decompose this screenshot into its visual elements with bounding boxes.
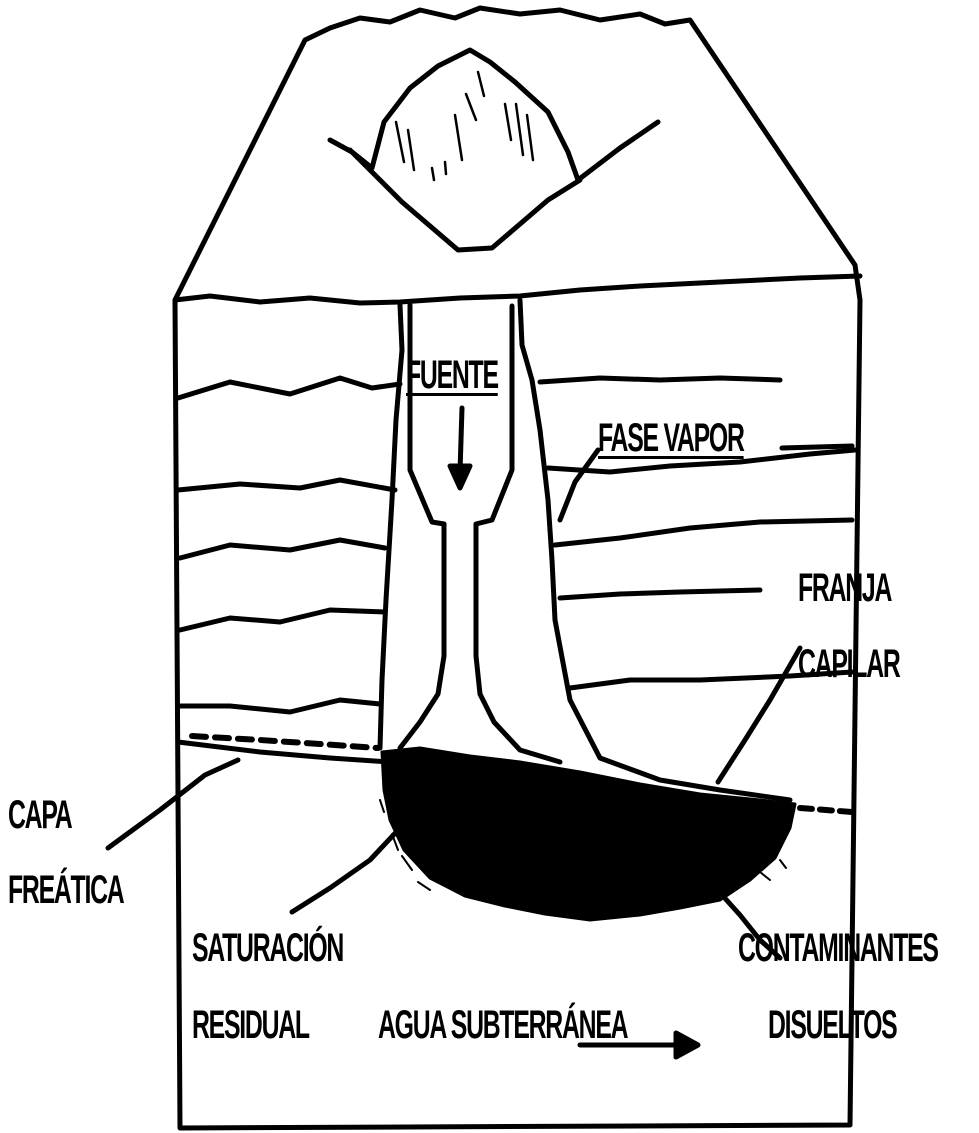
label-fuente: FUENTE (406, 355, 498, 395)
franja-capilar-leader (718, 648, 800, 782)
capa-freatica-leader (108, 760, 238, 848)
source-arrowhead (450, 466, 470, 488)
label-saturacion: SATURACIÓN (192, 928, 343, 968)
label-capa: CAPA (8, 795, 71, 835)
label-fase-vapor: FASE VAPOR (598, 418, 744, 458)
label-freatica: FREÁTICA (8, 870, 123, 910)
fase-vapor-leader (560, 450, 598, 520)
soil-strata (178, 378, 855, 712)
label-residual: RESIDUAL (192, 1005, 309, 1045)
label-contaminantes: CONTAMINANTES (738, 928, 938, 968)
contaminant-pool (382, 748, 795, 920)
mountain (330, 50, 658, 250)
source-arrow (460, 408, 462, 472)
label-capilar: CAPILAR (798, 644, 900, 684)
agua-arrowhead (676, 1033, 698, 1057)
label-agua-subterranea: AGUA SUBTERRÁNEA (378, 1005, 627, 1045)
water-table-dashed-right (800, 808, 852, 812)
saturacion-leader (292, 828, 400, 912)
mountain-hatching (396, 72, 533, 180)
ground-surface (175, 276, 860, 303)
label-franja: FRANJA (798, 568, 891, 608)
label-disueltos: DISUELTOS (768, 1005, 896, 1045)
